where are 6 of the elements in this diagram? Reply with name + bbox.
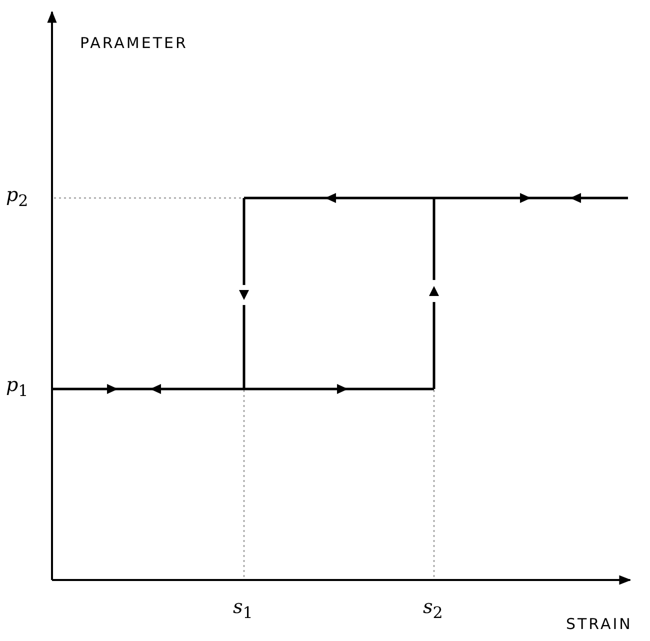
tick-label: s$_{2}$	[423, 598, 443, 621]
tick-label: p$_{2}$	[6, 186, 28, 209]
axis-title: PARAMETER	[80, 36, 188, 51]
axis-title: STRAIN	[566, 617, 632, 632]
tick-label: p$_{1}$	[6, 376, 28, 399]
tick-label: s$_{1}$	[233, 598, 253, 621]
